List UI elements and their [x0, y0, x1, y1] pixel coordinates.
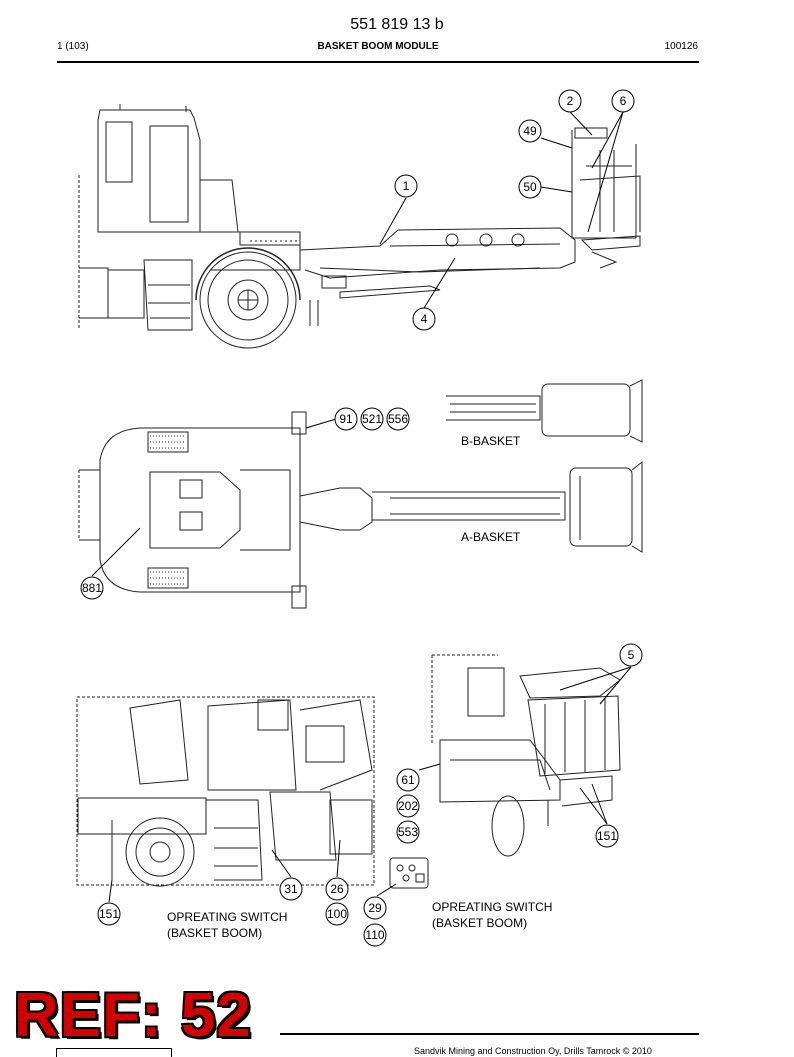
doc-date-code: 100126: [664, 41, 698, 52]
callout-4: 4: [421, 312, 428, 326]
operating-switch-left-line2: (BASKET BOOM): [167, 926, 263, 940]
callout-29: 29: [368, 901, 382, 915]
callout-5: 5: [628, 648, 635, 662]
callout-521: 521: [362, 412, 382, 426]
callout-553: 553: [398, 825, 418, 839]
module-title: BASKET BOOM MODULE: [317, 41, 439, 52]
callout-110: 110: [365, 928, 384, 942]
callouts: [80, 89, 643, 947]
callout-151-left: 151: [99, 907, 119, 921]
operating-switch-right-line2: (BASKET BOOM): [432, 916, 528, 930]
right-detail-drawing: [431, 654, 621, 857]
footer-copyright: Sandvik Mining and Construction Oy, Dril…: [414, 1046, 652, 1056]
callout-881: 881: [82, 581, 102, 595]
callout-31: 31: [284, 882, 298, 896]
operating-switch-right-line1: OPREATING SWITCH: [432, 900, 553, 914]
a-basket-label: A-BASKET: [461, 530, 521, 544]
left-detail-drawing: [76, 696, 429, 889]
top-view-drawing: [78, 379, 643, 609]
ref-stamp: REF: 52: [14, 981, 252, 1050]
callout-91: 91: [339, 412, 353, 426]
operating-switch-left-line1: OPREATING SWITCH: [167, 910, 288, 924]
callout-50: 50: [523, 180, 537, 194]
doc-number: 551 819 13 b: [350, 16, 444, 33]
callout-2: 2: [567, 94, 574, 108]
callout-numbers: 2 6 49 1 50 4 91 521 556 881 5 61 202 55…: [82, 94, 635, 942]
callout-202: 202: [398, 799, 418, 813]
callout-100: 100: [327, 907, 347, 921]
callout-556: 556: [388, 412, 408, 426]
callout-1: 1: [403, 179, 410, 193]
leader-lines: [91, 111, 632, 903]
callout-26: 26: [330, 882, 344, 896]
header-rule: [57, 61, 699, 63]
callout-49: 49: [523, 124, 537, 138]
callout-61: 61: [401, 773, 415, 787]
page-count: 1 (103): [57, 41, 89, 52]
b-basket-label: B-BASKET: [461, 434, 521, 448]
side-view-drawing: [78, 104, 641, 349]
callout-151-right: 151: [597, 829, 617, 843]
footer-rule: [280, 1033, 699, 1035]
callout-6: 6: [620, 94, 627, 108]
